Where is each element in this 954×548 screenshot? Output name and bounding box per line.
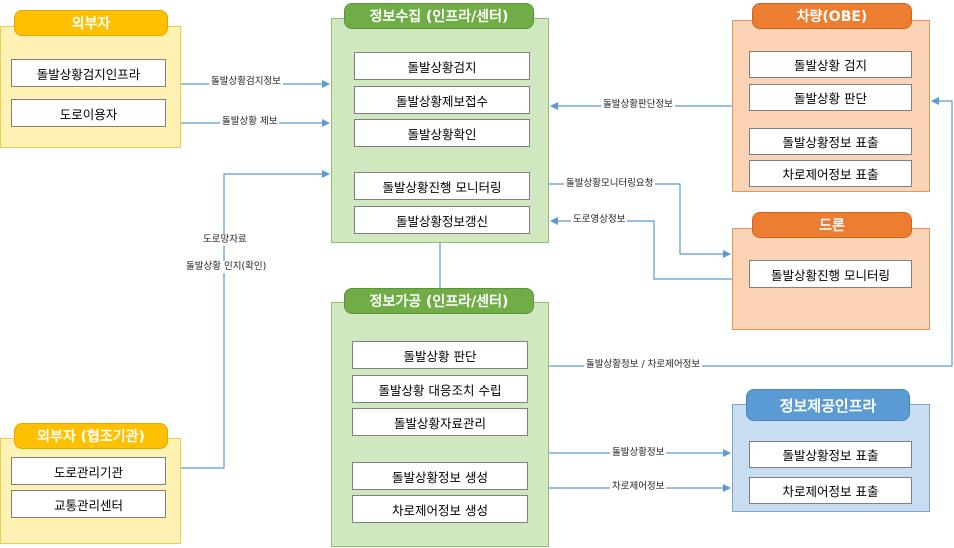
external-item-road-user: 도로이용자 [11,99,166,127]
processing-title: 정보가공 (인프라/센터) [344,288,534,314]
processing-item-judge: 돌발상황 판단 [352,341,528,369]
vehicle-item-lane-display: 차로제어정보 표출 [749,160,912,187]
vehicle-title: 차량(OBE) [752,3,912,29]
external-title: 외부자 [14,10,168,36]
processing-item-lane-gen: 차로제어정보 생성 [352,495,528,523]
arrow-to-vehicle [549,97,953,367]
provision-item-info-display: 돌발상황정보 표출 [749,441,912,468]
flow-label-detect-info: 돌발상황검지정보 [209,76,283,88]
flow-label-monitor-request: 돌발상황모니터링요청 [564,178,656,190]
collection-item-detect: 돌발상황검지 [354,52,530,80]
collection-title: 정보수집 (인프라/센터) [344,3,534,29]
flow-label-incident-info: 돌발상황정보 [610,447,667,459]
flow-label-video: 도로영상정보 [571,214,628,226]
external-partner-title: 외부자 (협조기관) [14,423,168,449]
drone-item-monitor: 돌발상황진행 모니터링 [749,260,912,288]
flow-label-lane-info: 차로제어정보 [610,481,667,493]
flow-label-report: 돌발상황 제보 [220,116,280,128]
partner-item-road-agency: 도로관리기관 [11,457,166,485]
drone-title: 드론 [752,212,912,238]
arrow-video [550,217,732,280]
collection-item-confirm: 돌발상황확인 [354,119,530,147]
flow-label-to-vehicle: 돌발상황정보 / 차로제어정보 [584,359,703,371]
partner-item-traffic-center: 교통관리센터 [11,490,166,518]
external-panel [0,26,181,148]
flow-label-recognition: 돌발상황 인지(확인) [184,261,269,273]
arrow-partner [181,170,330,469]
provision-item-lane-display: 차로제어정보 표출 [749,477,912,504]
processing-item-data-mgmt: 돌발상황자료관리 [352,408,528,436]
vehicle-item-detect: 돌발상황 검지 [749,51,912,78]
collection-item-monitor: 돌발상황진행 모니터링 [354,172,530,200]
processing-item-info-gen: 돌발상황정보 생성 [352,462,528,490]
vehicle-item-judge: 돌발상황 판단 [749,84,912,111]
external-item-detection-infra: 돌발상황검지인프라 [11,59,166,87]
flow-label-road-data: 도로망자료 [201,234,249,246]
provision-title: 정보제공인프라 [746,389,910,421]
flow-label-judge-info: 돌발상황판단정보 [601,99,675,111]
collection-item-update: 돌발상황정보갱신 [354,206,530,234]
processing-item-response: 돌발상황 대응조치 수립 [352,375,528,403]
collection-item-report: 돌발상황제보접수 [354,86,530,114]
vehicle-item-info-display: 돌발상황정보 표출 [749,128,912,155]
